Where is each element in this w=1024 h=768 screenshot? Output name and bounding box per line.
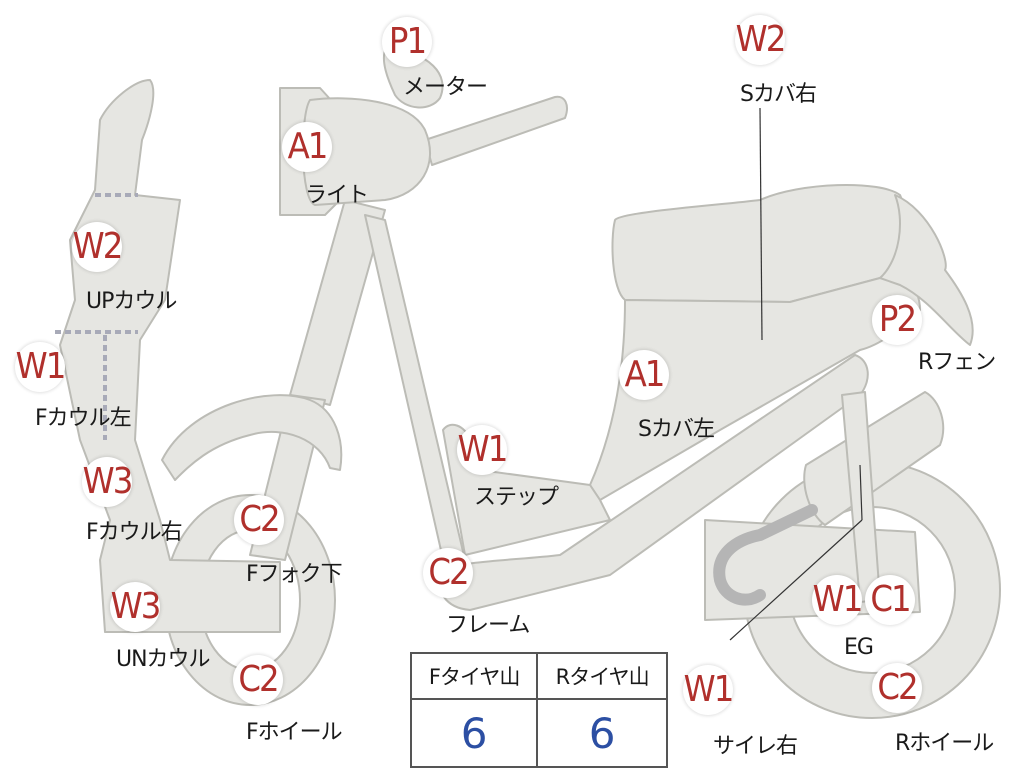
label-f-cowl-right: Fカウル右 [86, 520, 183, 545]
silencer-shape [803, 391, 945, 526]
label-un-cowl: UNカウル [116, 647, 211, 672]
front-fender-shape [161, 394, 343, 481]
label-s-cover-left: Sカバ左 [638, 417, 715, 442]
leader-silencer-right-2 [729, 519, 863, 641]
badge-f-fork: C2 [234, 495, 284, 545]
badge-step: W1 [457, 425, 508, 475]
leader-s-cover-right [759, 107, 763, 341]
badge-silencer-right: W1 [683, 665, 734, 715]
rear-fender-shape [879, 194, 974, 346]
badge-meter: P1 [382, 17, 432, 67]
badge-s-cover-left: A1 [619, 350, 669, 400]
value-front-tire: 6 [409, 698, 539, 768]
tire-tread-table: Fタイヤ山 Rタイヤ山 6 6 [409, 652, 668, 768]
badge-s-cover-right: W2 [735, 15, 786, 65]
badge-eg-c1: C1 [865, 575, 915, 625]
label-s-cover-right: Sカバ右 [740, 82, 817, 107]
steering-column-shape [289, 199, 386, 406]
badge-r-wheel: C2 [872, 663, 922, 713]
exhaust-pipe-shape [713, 504, 818, 606]
front-cowl-shape [59, 79, 281, 633]
seat-shape [611, 183, 905, 303]
header-front-tire: Fタイヤ山 [409, 652, 539, 700]
label-r-wheel: Rホイール [895, 731, 994, 756]
label-frame: フレーム [446, 613, 530, 638]
label-f-cowl-left: Fカウル左 [35, 406, 132, 431]
label-up-cowl: UPカウル [86, 289, 177, 314]
lower-frame-shape [437, 354, 869, 611]
tire-table-value-row: 6 6 [409, 698, 668, 768]
badge-f-cowl-left: W1 [15, 342, 66, 392]
label-step: ステップ [474, 485, 559, 510]
header-rear-tire: Rタイヤ山 [536, 652, 668, 700]
badge-r-fender: P2 [872, 295, 922, 345]
leader-silencer-right [859, 464, 863, 521]
label-silencer-right: サイレ右 [713, 734, 798, 759]
badge-f-wheel: C2 [233, 655, 283, 705]
handlebar-shape [424, 95, 568, 166]
label-meter: メーター [403, 75, 488, 100]
label-f-wheel: Fホイール [246, 720, 343, 745]
badge-up-cowl: W2 [72, 222, 123, 272]
label-eg: EG [844, 635, 874, 660]
label-f-fork-lower: Fフォク下 [246, 562, 343, 587]
badge-f-cowl-right: W3 [82, 457, 133, 507]
badge-frame: C2 [423, 548, 473, 598]
tire-table-header-row: Fタイヤ山 Rタイヤ山 [409, 652, 668, 700]
main-frame-shape [364, 214, 466, 569]
label-r-fender: Rフェン [918, 350, 996, 375]
badge-light: A1 [282, 122, 332, 172]
label-light: ライト [305, 183, 369, 208]
badge-un-cowl: W3 [110, 582, 161, 632]
badge-eg-w1: W1 [812, 575, 863, 625]
value-rear-tire: 6 [536, 698, 668, 768]
